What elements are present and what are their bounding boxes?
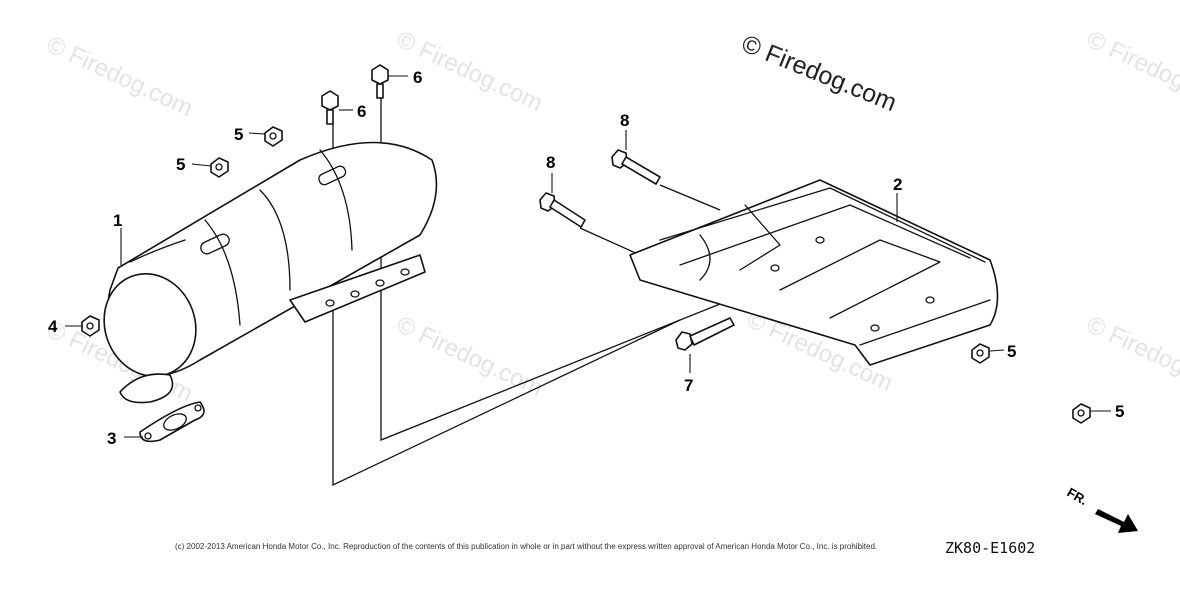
callout-3: 3 (107, 429, 116, 448)
watermark-faint: © Firedog.com (1082, 311, 1180, 402)
flange-nut-part[interactable] (971, 343, 990, 364)
callout-4: 4 (48, 317, 58, 336)
flange-nut-part[interactable] (264, 126, 283, 147)
callout-5: 5 (176, 155, 185, 174)
flange-bolt-part[interactable] (371, 64, 389, 99)
callout-numbers: 1 2 3 4 5 5 5 5 6 6 7 8 8 (48, 68, 1124, 448)
callout-5: 5 (234, 125, 243, 144)
gasket-part[interactable] (139, 401, 205, 443)
callout-8: 8 (620, 111, 629, 130)
watermark-faint: © Firedog.com (1082, 26, 1180, 117)
copyright-notice: (c) 2002-2013 American Honda Motor Co., … (175, 542, 877, 551)
diagram-code: ZK80-E1602 (945, 539, 1035, 557)
callout-8: 8 (546, 153, 555, 172)
flange-bolt-part[interactable] (321, 90, 339, 125)
leader-lines (65, 75, 1111, 438)
front-arrow-icon (1095, 509, 1138, 533)
flange-bolt-part[interactable] (539, 192, 586, 228)
flange-nut-part[interactable] (1072, 403, 1091, 424)
flange-nut-part[interactable] (210, 157, 229, 178)
watermark-faint: © Firedog.com (392, 311, 546, 402)
front-direction-indicator: FR. (1065, 485, 1138, 533)
callout-5: 5 (1007, 342, 1016, 361)
guide-line (579, 227, 641, 256)
callout-6: 6 (357, 102, 366, 121)
nut-part[interactable] (81, 315, 100, 337)
front-label: FR. (1065, 485, 1091, 508)
flange-bolt-part[interactable] (611, 149, 661, 185)
callout-7: 7 (684, 376, 693, 395)
watermark-faint: © Firedog.com (42, 31, 196, 122)
watermark-main: © Firedog.com (738, 30, 901, 118)
callout-2: 2 (893, 175, 902, 194)
flange-bolt-part[interactable] (675, 317, 735, 351)
callout-6: 6 (413, 68, 422, 87)
callout-1: 1 (113, 211, 122, 230)
muffler-part[interactable] (90, 141, 438, 404)
guide-line (659, 184, 721, 211)
muffler-protector-part[interactable] (629, 179, 999, 366)
callout-5: 5 (1115, 402, 1124, 421)
